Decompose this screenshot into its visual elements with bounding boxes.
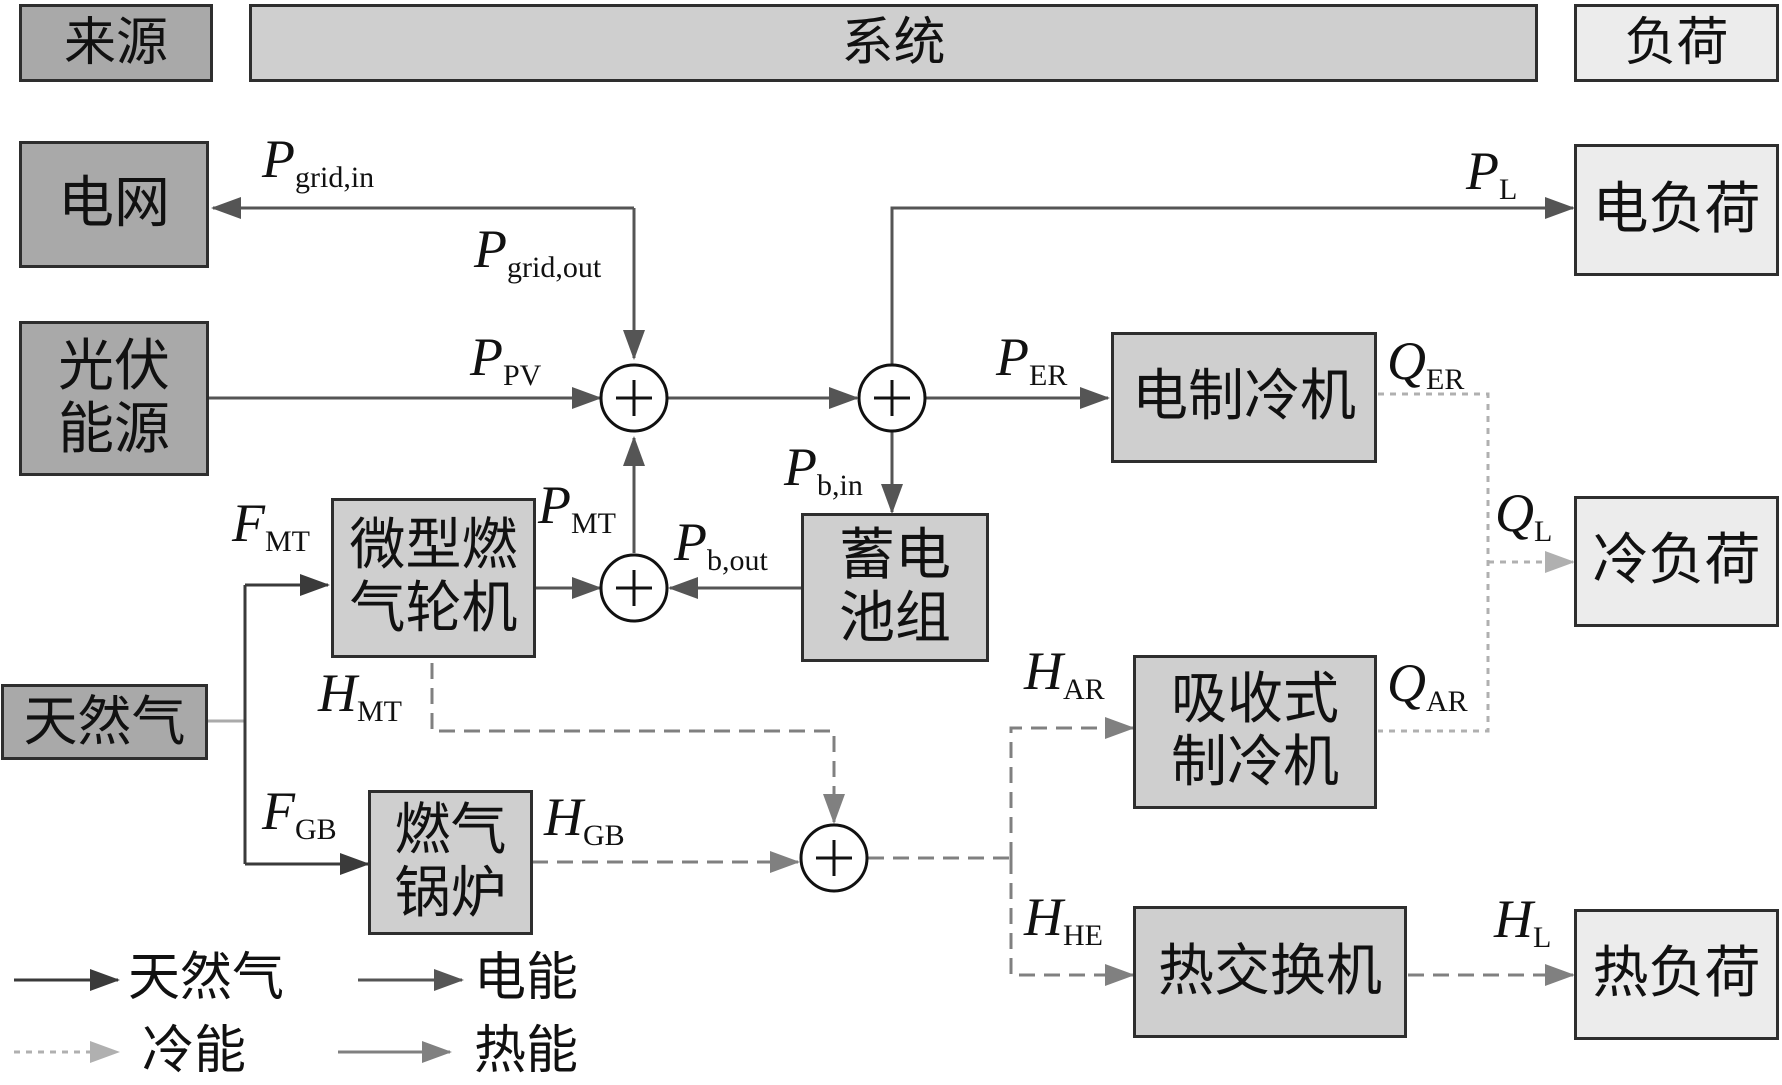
node-heat-exchanger: 热交换机 — [1133, 906, 1407, 1038]
label-p-grid-in: Pgrid,in — [262, 129, 375, 194]
gas-flows — [206, 574, 370, 875]
header-system-label: 系统 — [841, 12, 946, 73]
electric-flows — [206, 197, 1575, 599]
label-p-pv: PPV — [470, 327, 542, 392]
legend-gas-label: 天然气 — [128, 948, 285, 1008]
label-f-gb: FGB — [262, 781, 337, 846]
cooling-flows — [1378, 392, 1575, 733]
flow-h-he — [1009, 858, 1135, 986]
flow-p-l — [890, 197, 1575, 364]
header-system: 系统 — [249, 4, 1538, 82]
node-pv-label-1: 光伏 — [58, 333, 170, 399]
node-heating-load-label: 热负荷 — [1592, 941, 1761, 1007]
node-battery-label-2: 池组 — [839, 585, 951, 651]
node-battery-label-1: 蓄电 — [839, 522, 951, 588]
node-heating-load: 热负荷 — [1574, 909, 1779, 1040]
node-electric-chiller: 电制冷机 — [1111, 332, 1377, 463]
header-load: 负荷 — [1574, 4, 1779, 82]
label-p-grid-out: Pgrid,out — [474, 219, 602, 284]
flow-h-mt — [430, 663, 845, 824]
label-h-l: HL — [1494, 889, 1552, 954]
header-load-label: 负荷 — [1624, 12, 1729, 73]
label-h-he: HHE — [1024, 887, 1103, 952]
label-p-mt: PMT — [538, 475, 616, 540]
label-h-gb: HGB — [544, 787, 625, 852]
header-source-label: 来源 — [63, 12, 168, 73]
header-source: 来源 — [19, 4, 213, 82]
label-p-b-out: Pb,out — [674, 512, 768, 577]
label-p-er: PER — [996, 327, 1068, 392]
label-f-mt: FMT — [232, 493, 310, 558]
node-electric-load-label: 电负荷 — [1592, 176, 1761, 242]
node-gas-label: 天然气 — [23, 689, 186, 753]
node-cooling-load: 冷负荷 — [1574, 496, 1779, 627]
node-mt-label-1: 微型燃 — [349, 513, 518, 579]
node-pv: 光伏能源 — [19, 321, 209, 476]
label-p-l: PL — [1466, 141, 1518, 206]
legend-heat-label: 热能 — [474, 1021, 579, 1081]
heat-flows — [430, 663, 1575, 986]
junction-bus3 — [599, 553, 669, 623]
junction-bus1 — [599, 363, 669, 433]
node-pv-label-2: 能源 — [58, 396, 170, 462]
node-ar-label-2: 制冷机 — [1171, 730, 1339, 795]
node-mt-label-2: 气轮机 — [349, 576, 518, 641]
legend-cooling-label: 冷能 — [142, 1021, 247, 1081]
label-q-er: QER — [1387, 331, 1465, 396]
node-ar-label-1: 吸收式 — [1171, 667, 1339, 733]
junctions — [599, 363, 927, 893]
node-gas: 天然气 — [1, 684, 208, 760]
label-q-l: QL — [1495, 483, 1553, 548]
node-he-label: 热交换机 — [1158, 938, 1382, 1004]
legend-electric-label: 电能 — [474, 948, 579, 1008]
junction-bus2 — [857, 363, 927, 433]
node-micro-turbine: 微型燃气轮机 — [331, 498, 536, 658]
node-gas-boiler: 燃气锅炉 — [368, 790, 533, 935]
flow-h-ar — [1009, 717, 1135, 858]
label-p-b-in: Pb,in — [784, 437, 863, 502]
node-gb-label-2: 锅炉 — [394, 860, 507, 926]
node-absorption-chiller: 吸收式制冷机 — [1133, 655, 1377, 809]
node-grid-label: 电网 — [58, 171, 170, 237]
node-grid: 电网 — [19, 141, 209, 268]
node-electric-load: 电负荷 — [1574, 144, 1779, 276]
node-battery: 蓄电池组 — [801, 513, 989, 662]
junction-heat — [799, 823, 869, 893]
label-h-mt: HMT — [318, 663, 402, 728]
node-gb-label-1: 燃气 — [394, 797, 507, 863]
label-q-ar: QAR — [1387, 653, 1468, 718]
node-er-label: 电制冷机 — [1132, 364, 1356, 430]
legend-lines — [14, 969, 464, 1063]
label-h-ar: HAR — [1024, 641, 1105, 706]
node-cooling-load-label: 冷负荷 — [1592, 528, 1761, 594]
